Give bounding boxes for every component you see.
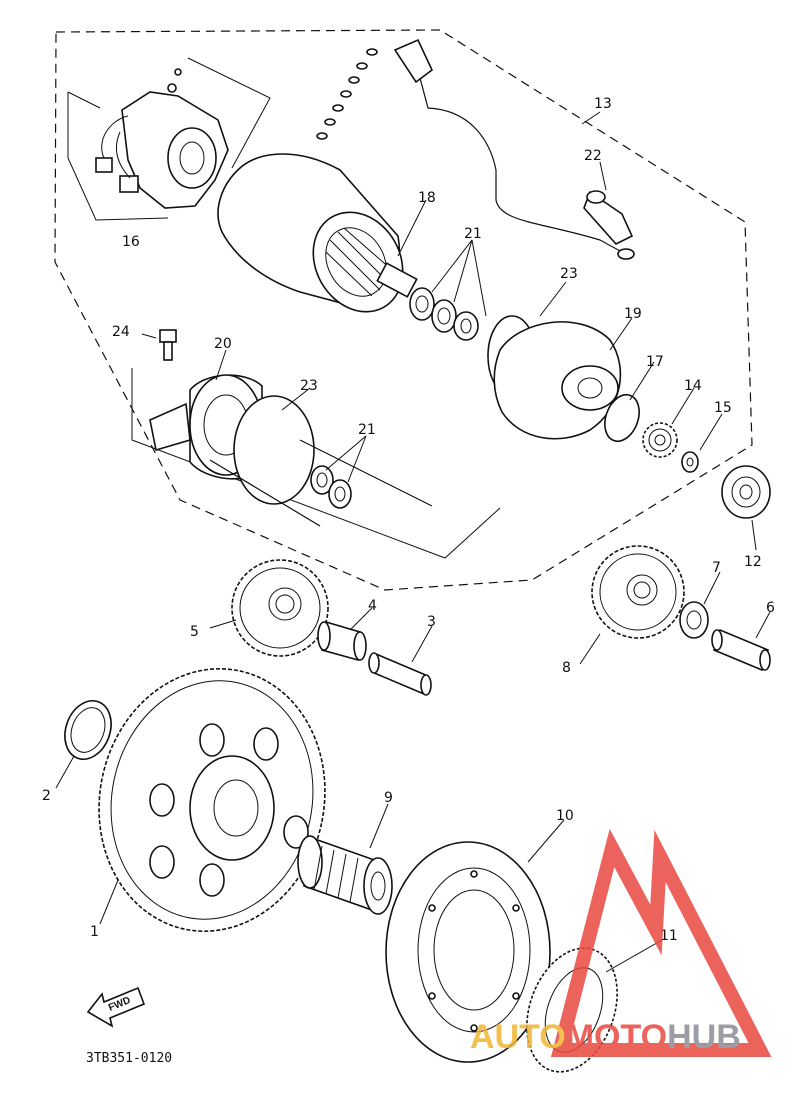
cap-part-22 bbox=[583, 190, 634, 245]
callout-19: 19 bbox=[624, 306, 642, 322]
washer-part-2 bbox=[64, 700, 112, 760]
watermark-triangle-icon bbox=[550, 828, 772, 1057]
bracket-16 bbox=[67, 91, 169, 221]
callout-22: 22 bbox=[584, 148, 602, 164]
bearing-part-12 bbox=[721, 465, 771, 519]
callout-12: 12 bbox=[744, 554, 762, 570]
callout-2: 2 bbox=[42, 788, 51, 804]
watermark-brand: AUTOMOTOHUB bbox=[470, 1018, 741, 1056]
callout-5: 5 bbox=[190, 624, 199, 640]
watermark-brand-part2: MOTO bbox=[566, 1018, 667, 1056]
callout-6: 6 bbox=[766, 600, 775, 616]
needle-bearing-part-4 bbox=[317, 620, 367, 662]
callout-15: 15 bbox=[714, 400, 732, 416]
callout-9: 9 bbox=[384, 790, 393, 806]
leader-16-top bbox=[187, 57, 271, 169]
watermark-brand-part1: AUTO bbox=[470, 1018, 566, 1056]
starter-gear-part-1 bbox=[98, 668, 326, 932]
callout-21-lower: 21 bbox=[358, 422, 376, 438]
small-gear-part-14 bbox=[642, 422, 678, 458]
brush-holder-part-16 bbox=[95, 68, 229, 209]
washers-part-21-upper bbox=[409, 287, 479, 341]
callout-13: 13 bbox=[594, 96, 612, 112]
needle-bearing-part-7 bbox=[679, 601, 709, 639]
o-ring-part-17 bbox=[604, 393, 640, 443]
motor-housing-part-18 bbox=[217, 153, 418, 313]
assembly-outline-13 bbox=[54, 29, 753, 591]
callout-23-upper: 23 bbox=[560, 266, 578, 282]
small-rings-set bbox=[316, 48, 378, 140]
washer-part-15 bbox=[681, 451, 699, 473]
watermark-logo: AUTOMOTOHUB bbox=[470, 828, 772, 1057]
fwd-arrow-icon: FWD bbox=[86, 986, 146, 1028]
callouts: 1 2 3 4 5 6 7 8 9 10 11 12 13 14 15 16 1… bbox=[42, 96, 775, 944]
bracket-20 bbox=[131, 368, 501, 559]
long-bolt-2 bbox=[299, 439, 433, 507]
idler-gear-part-8 bbox=[591, 545, 685, 639]
needle-bearing-part-9 bbox=[297, 835, 393, 915]
o-ring-part-23-lower bbox=[233, 395, 315, 505]
bolt-part-24 bbox=[159, 329, 177, 361]
lead-wire bbox=[393, 38, 635, 260]
callout-1: 1 bbox=[90, 924, 99, 940]
callout-10: 10 bbox=[556, 808, 574, 824]
callout-7: 7 bbox=[712, 560, 721, 576]
callout-20: 20 bbox=[214, 336, 232, 352]
clutch-housing-part-10 bbox=[385, 841, 551, 1063]
callout-14: 14 bbox=[684, 378, 702, 394]
callout-4: 4 bbox=[368, 598, 377, 614]
callout-8: 8 bbox=[562, 660, 571, 676]
callout-16: 16 bbox=[122, 234, 140, 250]
callout-3: 3 bbox=[427, 614, 436, 630]
callout-24: 24 bbox=[112, 324, 130, 340]
callout-11: 11 bbox=[660, 928, 678, 944]
watermark-brand-part3: HUB bbox=[667, 1018, 741, 1056]
shaft-part-3 bbox=[368, 652, 432, 696]
shaft-part-6 bbox=[711, 628, 771, 672]
front-cover-part-19 bbox=[493, 321, 622, 440]
long-bolt-1 bbox=[209, 459, 321, 527]
callout-17: 17 bbox=[646, 354, 664, 370]
leader-lines bbox=[55, 111, 771, 973]
drawing-code: 3TB351-0120 bbox=[86, 1051, 172, 1066]
washers-part-21-lower bbox=[310, 465, 352, 509]
callout-18: 18 bbox=[418, 190, 436, 206]
idler-gear-part-5 bbox=[231, 559, 329, 657]
callout-23-lower: 23 bbox=[300, 378, 318, 394]
callout-21-upper: 21 bbox=[464, 226, 482, 242]
